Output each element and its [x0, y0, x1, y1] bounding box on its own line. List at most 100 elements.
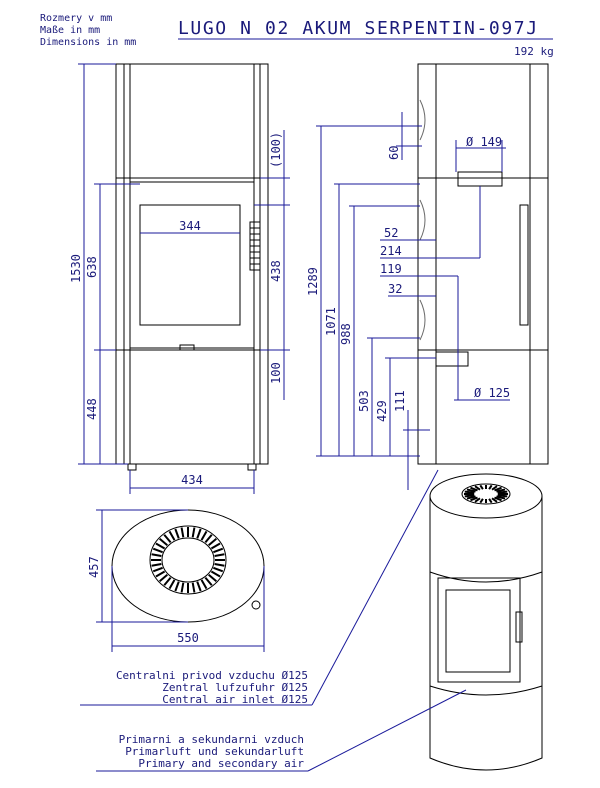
ash-lever: [179, 344, 195, 351]
front-outline: [115, 63, 269, 465]
top-outline: [111, 509, 265, 623]
grate-slot: [155, 542, 166, 550]
grate-slot: [191, 527, 196, 538]
stove-handle: [515, 611, 523, 643]
top-grate-slot: [491, 485, 498, 491]
dim-448-label: 448: [85, 398, 99, 420]
stove-glass: [445, 589, 511, 673]
grate-slot: [152, 547, 163, 554]
weight-label: 192 kg: [514, 45, 554, 58]
top-grate-slot: [466, 495, 476, 500]
units-label-cz: Rozmery v mm: [40, 13, 112, 24]
top-view: 457 550: [87, 509, 265, 652]
side-handle: [519, 204, 529, 326]
dim-32-label: 32: [388, 282, 402, 296]
grate-slot: [214, 553, 225, 557]
top-grate-slot: [464, 494, 475, 498]
grate-slot: [191, 582, 196, 593]
grate-slot: [168, 579, 176, 590]
note-primary-de: Primarluft und sekundarluft: [125, 745, 304, 758]
grate-slot: [200, 579, 208, 590]
top-grate-slot: [479, 498, 484, 504]
units-label-de: Maße in mm: [40, 25, 100, 36]
dim-1289-label: 1289: [306, 267, 320, 296]
top-grate-slot: [497, 494, 508, 498]
grate-slot: [168, 530, 176, 541]
grate-slot: [152, 566, 163, 573]
top-grate-slot: [494, 486, 502, 492]
dim-988-label: 988: [339, 323, 353, 345]
left-foot: [127, 463, 137, 471]
top-grate-slot: [488, 498, 493, 504]
grate-slot: [208, 574, 217, 582]
grate-slot: [214, 563, 225, 567]
top-grate-slot: [497, 490, 508, 494]
dim-503-label: 503: [357, 390, 371, 412]
side-view: 1289 1071 988 503 429 111 60 Ø 149 52 21…: [306, 63, 549, 490]
door-glass: [139, 204, 241, 326]
stove-top: [429, 473, 543, 519]
top-grate-slot: [496, 488, 506, 493]
top-grate-slot: [466, 488, 476, 493]
dim-111-label: 111: [393, 390, 407, 412]
top-grate-slot: [491, 497, 498, 503]
grate-slot: [151, 553, 162, 557]
dim-638-label: 638: [85, 256, 99, 278]
note-primary-cz: Primarni a sekundarni vzduch: [119, 733, 304, 746]
handle-grip: [250, 227, 260, 265]
grate-slot: [174, 581, 180, 592]
dim-1071-label: 1071: [324, 307, 338, 336]
top-grate-slot: [474, 485, 481, 491]
grate-slot: [210, 570, 221, 578]
grate-slot: [159, 574, 168, 582]
top-grate-slot: [470, 486, 478, 492]
grate-slot: [151, 563, 162, 567]
stove-body: [429, 496, 543, 771]
drawing-title: LUGO N 02 AKUM SERPENTIN-097J: [178, 18, 539, 39]
dim-438-label: 438: [269, 260, 283, 282]
note-central-en: Central air inlet Ø125: [162, 693, 308, 706]
grate-outer: [149, 525, 227, 595]
grate-slot: [180, 527, 185, 538]
note-primary-en: Primary and secondary air: [138, 757, 304, 770]
grate-inner: [161, 537, 215, 583]
leader-primary: [307, 689, 467, 772]
top-grate-slot: [488, 484, 493, 490]
grate-slot: [163, 576, 172, 586]
grate-slot: [208, 538, 217, 546]
dim-52-label: 52: [384, 226, 398, 240]
dim-214-label: 214: [380, 244, 402, 258]
side-outline: [417, 63, 549, 465]
grate-slot: [204, 576, 213, 586]
grate-slot: [180, 582, 185, 593]
grate-slot: [210, 542, 221, 550]
top-knob: [251, 600, 261, 610]
dim-119-label: 119: [380, 262, 402, 276]
dim-550-label: 550: [177, 631, 199, 645]
dim-1530-label: 1530: [69, 254, 83, 283]
side-curves: [419, 99, 426, 341]
front-view: 1530 638 448 344 (100) 438 100 434: [69, 63, 290, 494]
dim-344-label: 344: [179, 219, 201, 233]
perspective-view: [429, 473, 543, 771]
grate-slot: [155, 570, 166, 578]
grate-slot: [204, 534, 213, 544]
grate-slot: [213, 547, 224, 554]
dim-100-bottom-label: 100: [269, 362, 283, 384]
units-label-en: Dimensions in mm: [40, 37, 136, 48]
dim-60-label: 60: [387, 146, 401, 160]
top-grate-slot: [464, 490, 475, 494]
stove-band-upper: [429, 571, 543, 583]
stove-top-grate: [461, 483, 511, 505]
grate-slot: [159, 538, 168, 546]
flue-collar: [457, 171, 503, 187]
grate-slot: [213, 566, 224, 573]
dim-100-top-label: (100): [269, 132, 283, 168]
grate-slot: [163, 534, 172, 544]
top-grate-slot: [474, 497, 481, 503]
top-grate-slot: [479, 484, 484, 490]
leader-central: [311, 469, 439, 706]
stove-door: [437, 577, 521, 683]
right-foot: [247, 463, 257, 471]
